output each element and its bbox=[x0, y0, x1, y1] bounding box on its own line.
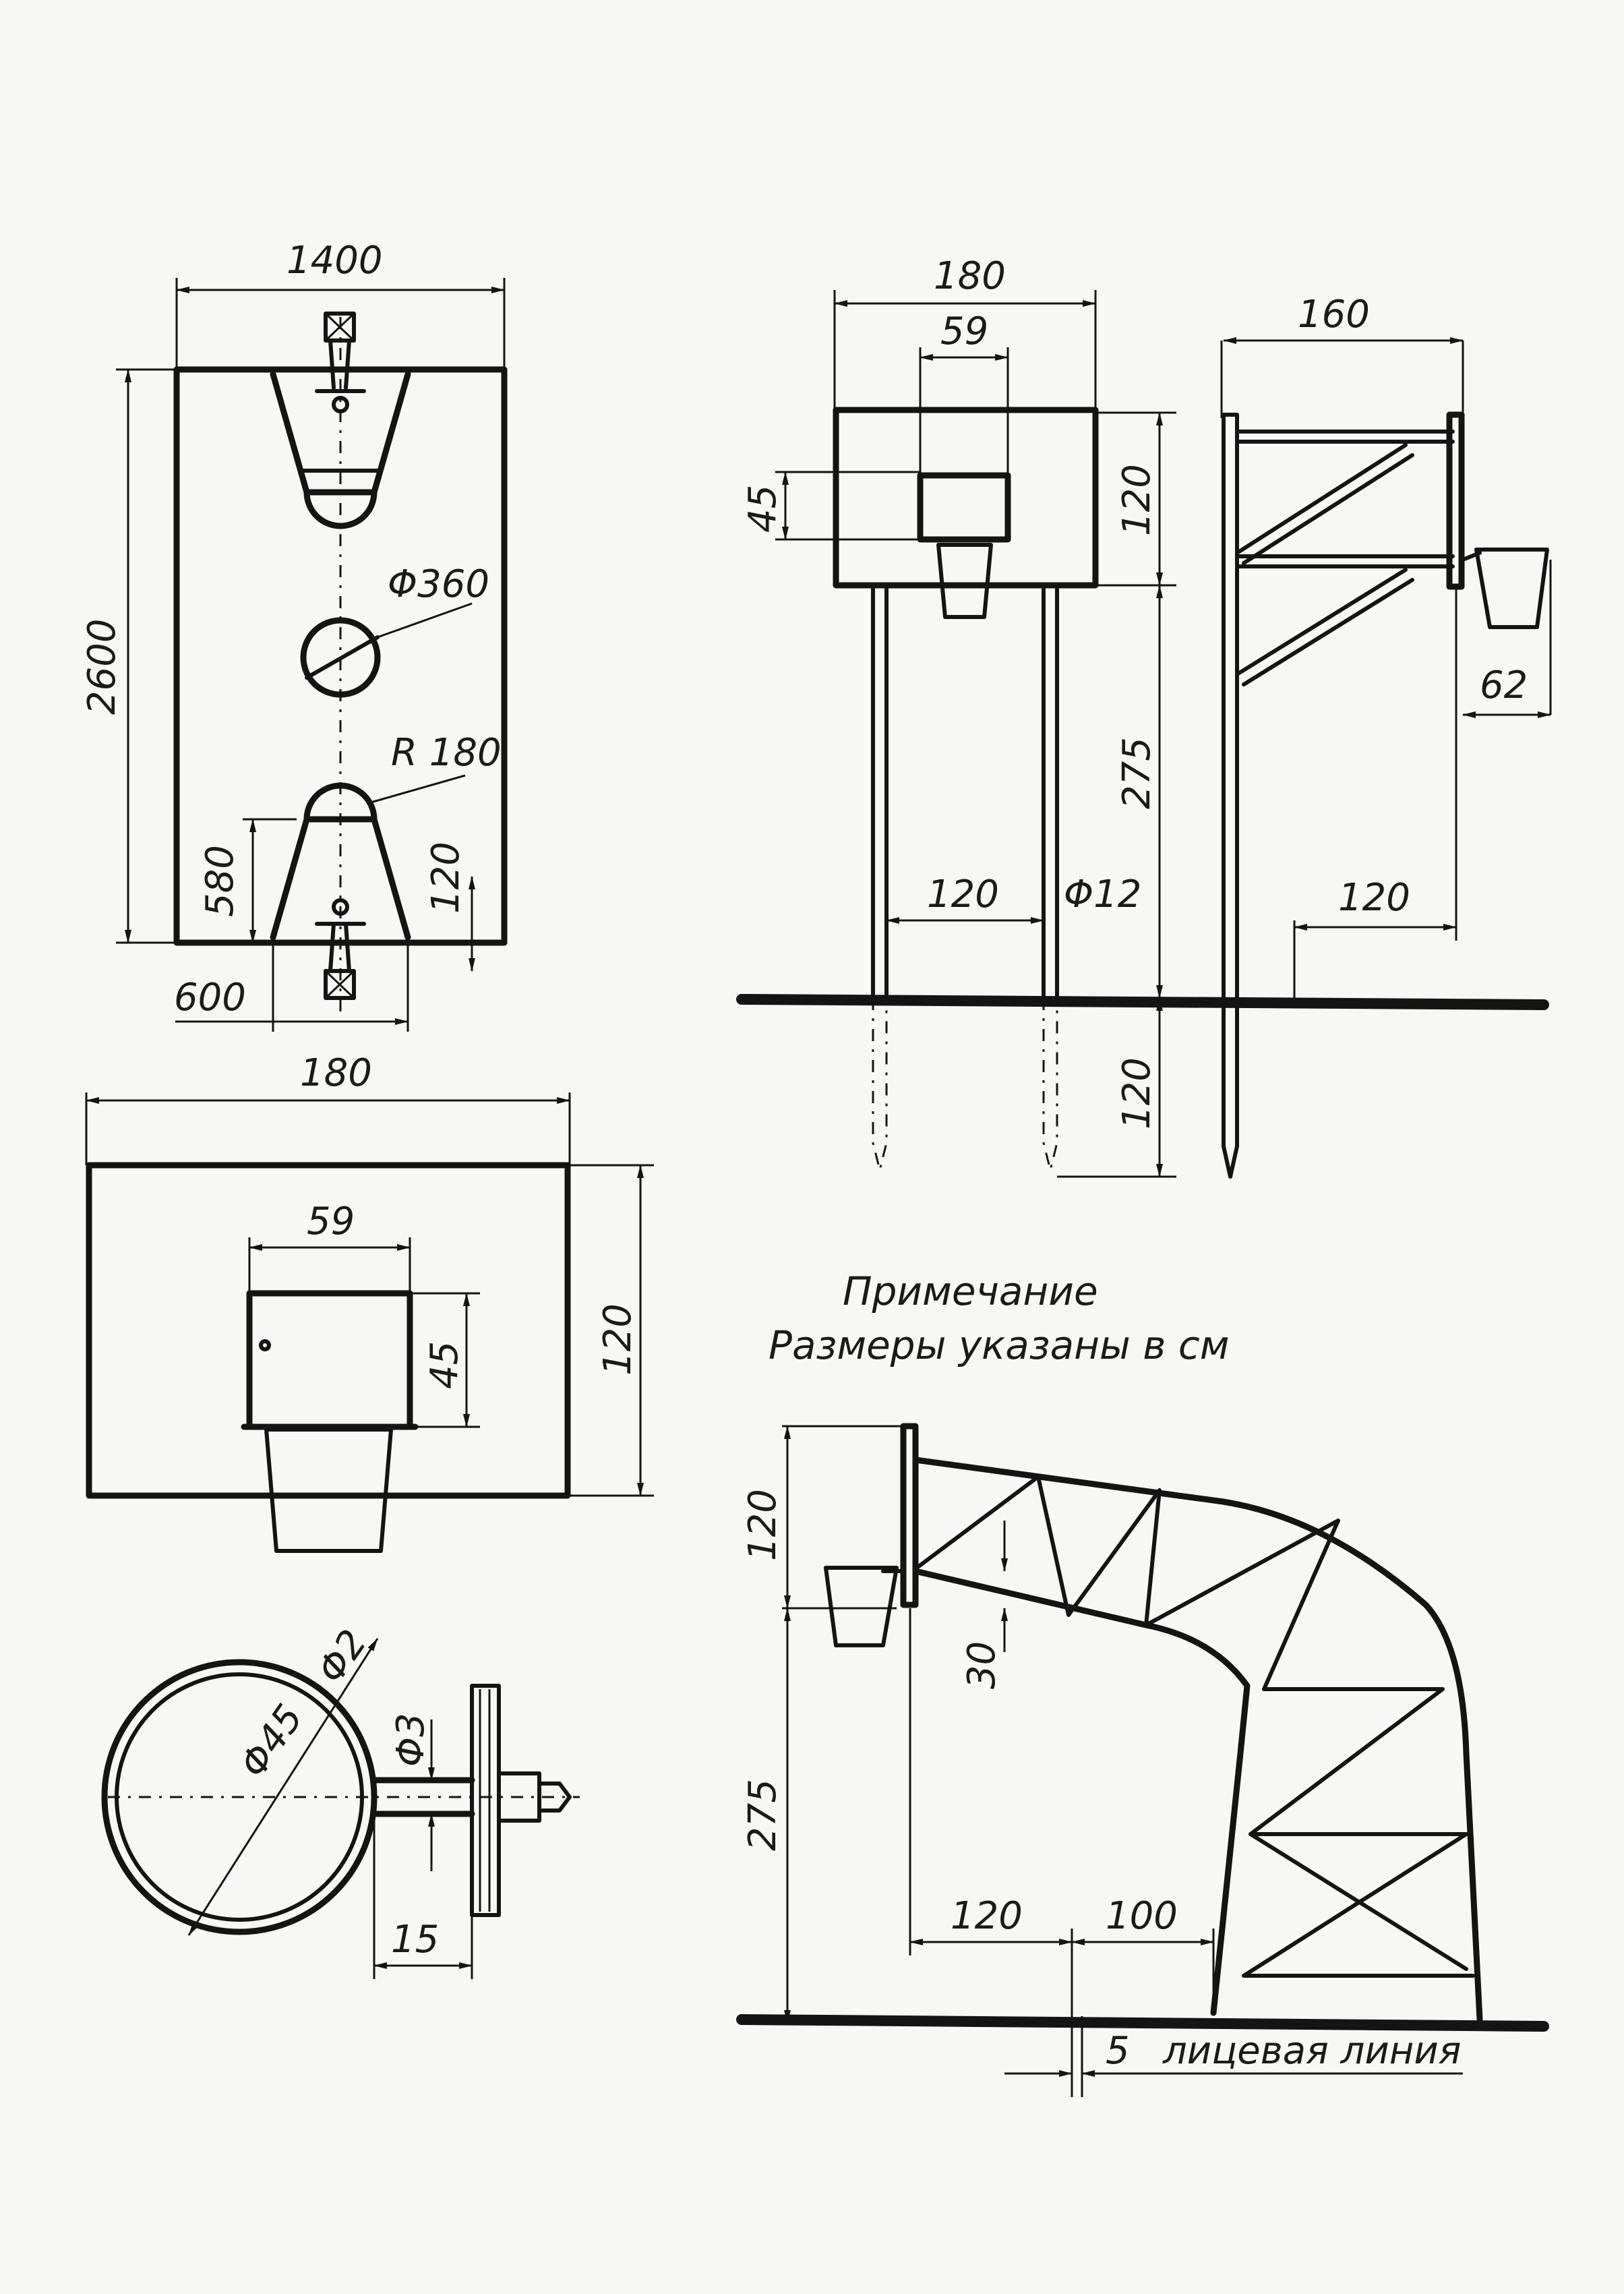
post-spacing-label: 120 bbox=[927, 873, 999, 916]
truss-diagonals-vertical bbox=[1242, 1687, 1475, 1978]
left-post bbox=[871, 583, 889, 1000]
rim-overhang-label: 62 bbox=[1480, 664, 1528, 707]
truss-stand-view: 120 275 30 120 100 5 лицевая линия bbox=[736, 1423, 1549, 2097]
basket-net bbox=[264, 1428, 393, 1553]
stand-target-width-label: 59 bbox=[940, 310, 988, 353]
truss-diagonals-top bbox=[915, 1475, 1340, 1691]
key-length-label: 580 bbox=[198, 845, 242, 917]
stand-rim-height-label: 275 bbox=[1115, 737, 1159, 809]
truss-board-height-label: 120 bbox=[741, 1489, 785, 1561]
stand-backboard bbox=[833, 407, 1099, 589]
right-post bbox=[1042, 583, 1059, 1000]
top-basket-icon bbox=[332, 396, 349, 413]
truss-rim-height-label: 275 bbox=[741, 1779, 785, 1851]
backboard-front-view: 180 120 59 45 bbox=[85, 1051, 654, 1553]
top-key bbox=[270, 371, 411, 496]
side-backboard bbox=[1446, 411, 1465, 590]
side-brace-upper bbox=[1235, 443, 1414, 565]
court-width-label: 1400 bbox=[287, 239, 383, 283]
side-post bbox=[1222, 413, 1239, 1179]
side-brace-lower bbox=[1235, 568, 1414, 686]
center-circle bbox=[300, 617, 381, 698]
basket-offset-label: 120 bbox=[424, 842, 468, 914]
burial-depth-label: 120 bbox=[1115, 1057, 1159, 1129]
ground-line-bottom bbox=[736, 2014, 1549, 2032]
court-plan: 1400 2600 Φ360 R 180 5 bbox=[80, 239, 508, 1032]
circle-diameter-label: Φ360 bbox=[388, 562, 489, 606]
side-offset-label: 120 bbox=[1338, 876, 1410, 920]
note-text: Размеры указаны в см bbox=[769, 1322, 1230, 1368]
note-block: Примечание Размеры указаны в см bbox=[769, 1268, 1230, 1368]
post-stand-front-view: 180 59 45 120 275 120 Φ12 120 bbox=[736, 254, 1549, 1178]
note-title: Примечание bbox=[843, 1268, 1098, 1314]
key-width-label: 600 bbox=[174, 976, 246, 1020]
stand-target-height-label: 45 bbox=[741, 485, 785, 533]
bracket-length-label: 15 bbox=[391, 1918, 439, 1962]
target-height-label: 45 bbox=[423, 1341, 467, 1389]
stand-target-square bbox=[917, 472, 1011, 543]
bottom-basket-icon bbox=[332, 898, 349, 916]
truss-basket-net bbox=[824, 1566, 899, 1647]
rim-detail: Φ45 Φ2 Φ3 15 bbox=[101, 1622, 580, 1979]
bottom-key bbox=[270, 816, 411, 941]
bracket-diameter-label: Φ3 bbox=[389, 1713, 433, 1767]
rim-diameter-label: Φ45 bbox=[231, 1697, 311, 1786]
mounting-wall bbox=[470, 1684, 501, 1917]
line-offset-label: 5 bbox=[1106, 2029, 1130, 2073]
truss-rim-offset-label: 30 bbox=[960, 1641, 1004, 1689]
top-backboard-icon bbox=[324, 312, 356, 343]
truss-backboard bbox=[900, 1423, 919, 1608]
side-depth-label: 160 bbox=[1298, 293, 1370, 336]
stand-board-height-label: 120 bbox=[1115, 464, 1159, 536]
ground-line-top bbox=[736, 994, 1549, 1010]
backboard-height-label: 120 bbox=[596, 1303, 640, 1376]
nut-icon bbox=[497, 1771, 541, 1823]
backboard-outline bbox=[86, 1162, 571, 1499]
truss-base-offset-label: 100 bbox=[1106, 1894, 1178, 1938]
post-diameter-label: Φ12 bbox=[1064, 873, 1141, 916]
wire-diameter-label: Φ2 bbox=[309, 1622, 375, 1691]
stand-board-width-label: 180 bbox=[934, 254, 1006, 298]
post-stand-side-view: 160 62 120 bbox=[1220, 293, 1552, 1179]
target-square bbox=[246, 1290, 413, 1430]
court-length-label: 2600 bbox=[80, 618, 124, 715]
key-radius-label: R 180 bbox=[391, 731, 502, 775]
line-label: лицевая линия bbox=[1162, 2029, 1461, 2073]
stand-basket-net bbox=[936, 543, 993, 619]
truss-overhang-label: 120 bbox=[951, 1894, 1023, 1938]
bottom-backboard-icon bbox=[324, 969, 356, 1000]
truss-inner-chord bbox=[912, 1568, 1251, 2016]
target-width-label: 59 bbox=[307, 1200, 355, 1243]
truss-top-chord bbox=[912, 1457, 1483, 2023]
side-basket-net bbox=[1474, 548, 1549, 629]
backboard-width-label: 180 bbox=[300, 1051, 372, 1095]
